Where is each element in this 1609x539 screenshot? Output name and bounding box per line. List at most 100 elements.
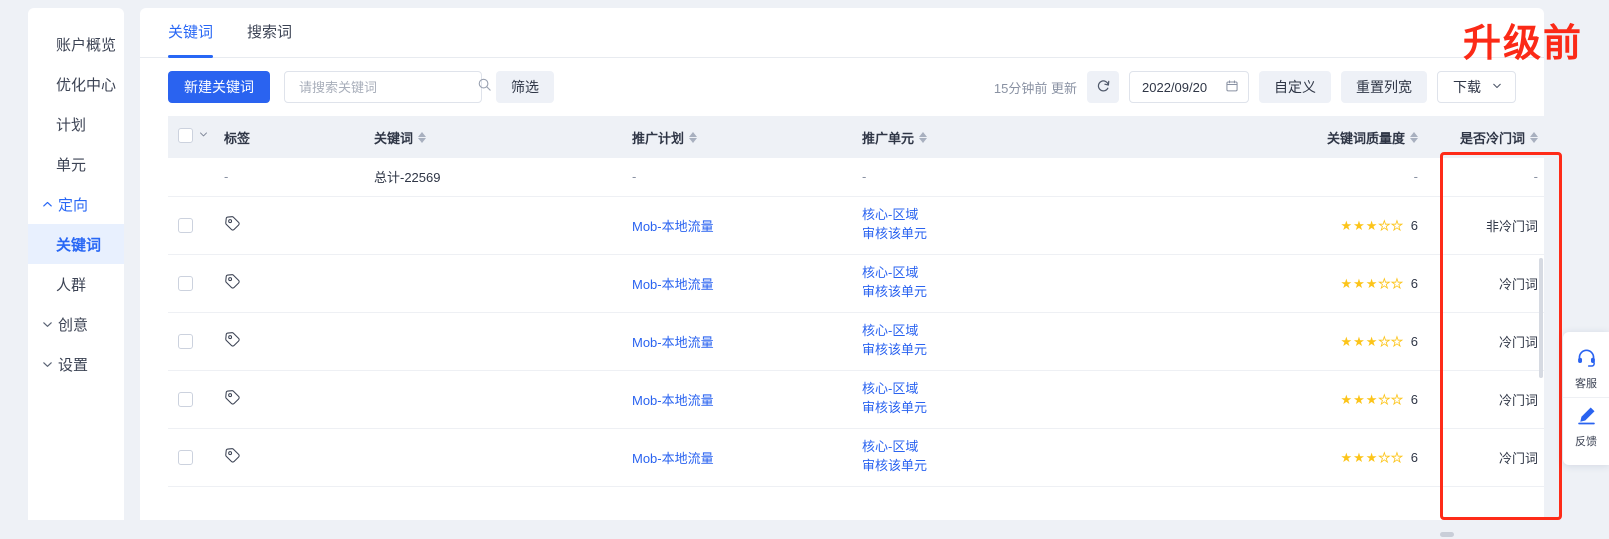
tag-icon[interactable]	[224, 273, 241, 293]
plan-link[interactable]: Mob-本地流量	[632, 392, 714, 408]
sidebar-item-label: 优化中心	[56, 76, 117, 94]
row-select-cell[interactable]	[168, 312, 214, 370]
star-icon: ★	[1340, 449, 1353, 465]
select-all-group[interactable]	[178, 128, 209, 143]
dock-item-1[interactable]: 反馈	[1563, 397, 1609, 455]
row-tag-cell[interactable]	[214, 370, 364, 428]
sidebar-item-7[interactable]: 创意	[28, 304, 124, 344]
star-icon: ★	[1391, 449, 1403, 465]
sort-icon[interactable]	[1410, 131, 1418, 143]
star-icon: ★	[1391, 217, 1403, 233]
unit-link-line2[interactable]: 审核该单元	[862, 226, 928, 241]
row-select-cell[interactable]	[168, 254, 214, 312]
column-header-unit[interactable]: 推广单元	[852, 116, 1170, 158]
row-unit-cell[interactable]: 核心-区域审核该单元	[852, 370, 1170, 428]
row-plan-cell[interactable]: Mob-本地流量	[622, 428, 852, 486]
unit-link-line2[interactable]: 审核该单元	[862, 458, 928, 473]
column-header-quality[interactable]: 关键词质量度	[1170, 116, 1428, 158]
row-checkbox[interactable]	[178, 218, 193, 234]
sort-icon[interactable]	[1530, 131, 1538, 143]
plan-link[interactable]: Mob-本地流量	[632, 218, 714, 234]
row-plan-cell[interactable]: Mob-本地流量	[622, 312, 852, 370]
row-tag-cell[interactable]	[214, 312, 364, 370]
download-button[interactable]: 下载	[1437, 71, 1516, 103]
vertical-scrollbar[interactable]	[1539, 258, 1543, 378]
row-cold-cell: 冷门词	[1498, 450, 1538, 466]
search-box[interactable]	[284, 71, 491, 103]
sidebar-item-3[interactable]: 单元	[28, 144, 124, 184]
unit-link-line2[interactable]: 审核该单元	[862, 400, 928, 415]
pencil-icon	[1576, 405, 1597, 431]
plan-link[interactable]: Mob-本地流量	[632, 334, 714, 350]
row-checkbox[interactable]	[178, 392, 193, 408]
row-unit-cell[interactable]: 核心-区域审核该单元	[852, 254, 1170, 312]
tag-icon[interactable]	[224, 389, 241, 409]
column-header-plan[interactable]: 推广计划	[622, 116, 852, 158]
tag-icon[interactable]	[224, 331, 241, 351]
row-plan-cell[interactable]: Mob-本地流量	[622, 254, 852, 312]
row-select-cell[interactable]	[168, 196, 214, 254]
unit-link-line1[interactable]: 核心-区域	[862, 381, 919, 397]
row-checkbox[interactable]	[178, 334, 193, 350]
row-tag-cell[interactable]	[214, 196, 364, 254]
sort-icon[interactable]	[689, 131, 698, 143]
sidebar-item-4[interactable]: 定向	[28, 184, 124, 224]
star-icon: ★	[1378, 333, 1391, 349]
sidebar-item-0[interactable]: 账户概览	[28, 24, 124, 64]
plan-link[interactable]: Mob-本地流量	[632, 276, 714, 292]
create-keyword-button[interactable]: 新建关键词	[168, 71, 270, 103]
tag-icon[interactable]	[224, 215, 241, 235]
sidebar-item-6[interactable]: 人群	[28, 264, 124, 304]
row-unit-cell[interactable]: 核心-区域审核该单元	[852, 196, 1170, 254]
update-status-text: 15分钟前 更新	[993, 80, 1077, 96]
sort-icon[interactable]	[919, 131, 928, 143]
row-unit-cell[interactable]: 核心-区域审核该单元	[852, 312, 1170, 370]
quality-stars: ★★★★★	[1340, 449, 1403, 465]
chevron-down-icon[interactable]	[198, 128, 209, 143]
dock-item-0[interactable]: 客服	[1563, 340, 1609, 397]
row-plan-cell[interactable]: Mob-本地流量	[622, 370, 852, 428]
filter-button[interactable]: 筛选	[496, 71, 554, 103]
refresh-button[interactable]	[1087, 71, 1119, 103]
custom-columns-button[interactable]: 自定义	[1259, 71, 1331, 103]
unit-link-line1[interactable]: 核心-区域	[862, 265, 919, 281]
row-plan-cell[interactable]: Mob-本地流量	[622, 196, 852, 254]
quality-score: 6	[1410, 217, 1418, 233]
column-header-cold[interactable]: 是否冷门词	[1428, 116, 1544, 158]
unit-link-line1[interactable]: 核心-区域	[862, 207, 919, 223]
plan-link[interactable]: Mob-本地流量	[632, 450, 714, 466]
sidebar-item-label: 计划	[56, 116, 87, 134]
row-checkbox[interactable]	[178, 276, 193, 292]
search-input[interactable]	[297, 78, 477, 96]
row-quality-cell: ★★★★★6	[1170, 370, 1428, 428]
unit-link-line2[interactable]: 审核该单元	[862, 342, 928, 357]
sort-icon[interactable]	[418, 131, 427, 143]
row-select-cell[interactable]	[168, 428, 214, 486]
sidebar-item-2[interactable]: 计划	[28, 104, 124, 144]
search-icon[interactable]	[477, 77, 492, 97]
horizontal-scrollbar[interactable]	[1440, 532, 1454, 537]
star-icon: ★	[1378, 449, 1391, 465]
row-checkbox[interactable]	[178, 450, 193, 466]
row-tag-cell[interactable]	[214, 428, 364, 486]
reset-column-width-button[interactable]: 重置列宽	[1341, 71, 1427, 103]
sidebar-item-5[interactable]: 关键词	[28, 224, 124, 264]
row-cold-cell: 非冷门词	[1485, 218, 1538, 234]
unit-link-line1[interactable]: 核心-区域	[862, 323, 919, 339]
row-unit-cell[interactable]: 核心-区域审核该单元	[852, 428, 1170, 486]
sidebar-item-8[interactable]: 设置	[28, 344, 124, 384]
tag-icon[interactable]	[224, 447, 241, 467]
row-cold-cell: 冷门词	[1498, 276, 1538, 292]
unit-link-line1[interactable]: 核心-区域	[862, 439, 919, 455]
tab-0[interactable]: 关键词	[168, 8, 214, 58]
quality-score: 6	[1410, 275, 1418, 291]
unit-link-line2[interactable]: 审核该单元	[862, 284, 928, 299]
tab-1[interactable]: 搜索词	[247, 23, 293, 41]
column-header-keyword[interactable]: 关键词	[364, 116, 622, 158]
select-all-checkbox[interactable]	[178, 128, 193, 143]
star-icon: ★	[1365, 217, 1378, 233]
date-picker[interactable]: 2022/09/20	[1129, 71, 1249, 103]
row-tag-cell[interactable]	[214, 254, 364, 312]
sidebar-item-1[interactable]: 优化中心	[28, 64, 124, 104]
row-select-cell[interactable]	[168, 370, 214, 428]
